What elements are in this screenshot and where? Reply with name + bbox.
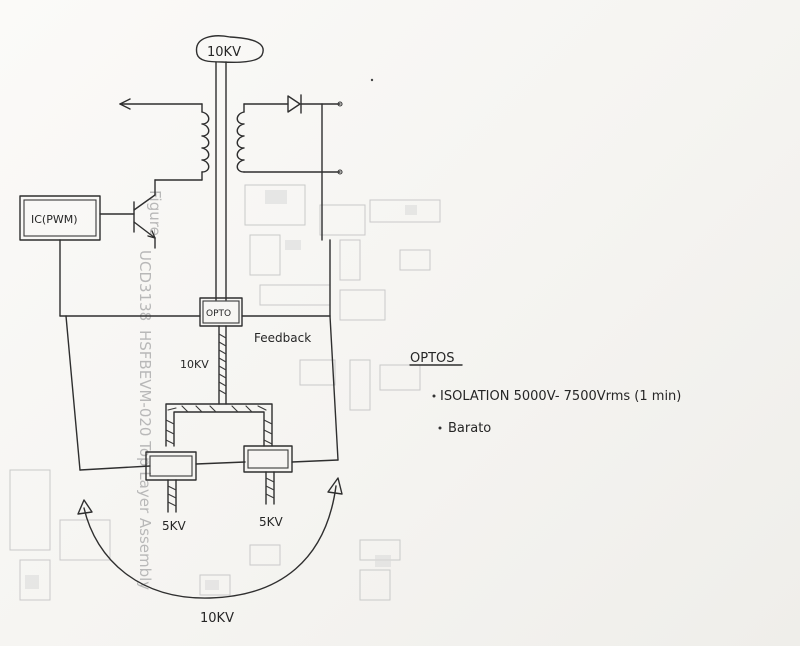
background-show-through: Figure UCD3138 HSFBEVM-020 Top Layer Ass… <box>9 184 441 601</box>
top-hv-text: 10KV <box>207 45 241 60</box>
arrow-right-icon <box>327 477 343 495</box>
notes-item-isolation: ISOLATION 5000V- 7500Vrms (1 min) <box>440 389 681 404</box>
opto-hv-label: 10KV <box>180 358 209 371</box>
arrow-left-icon <box>77 499 93 515</box>
hv-span-arc <box>77 477 343 599</box>
transistor-icon <box>133 194 156 249</box>
opto-hv-stem <box>218 325 227 405</box>
left-output-label: 5KV <box>162 519 187 533</box>
hv-splitter <box>165 403 273 447</box>
pen-dot <box>370 78 374 82</box>
bottom-hv-label: 10KV <box>200 611 234 626</box>
svg-text:HSFBEVM-020 Top Layer Assembly: HSFBEVM-020 Top Layer Assembly <box>136 330 154 590</box>
top-hv-label: 10KV <box>195 35 264 64</box>
opto-notes: OPTOS ISOLATION 5000V- 7500Vrms (1 min) … <box>409 351 681 436</box>
bullet-icon <box>432 394 436 398</box>
secondary-winding <box>236 94 343 241</box>
isolation-barrier <box>215 61 227 301</box>
output-arrow-icon <box>119 98 131 110</box>
svg-text:UCD3138: UCD3138 <box>136 250 154 321</box>
notes-item-cost: Barato <box>448 421 491 436</box>
pwm-controller: IC(PWM) <box>19 195 135 241</box>
right-output-block <box>243 445 293 505</box>
left-output-block <box>145 451 197 513</box>
bullet-icon <box>438 426 442 430</box>
diode-icon <box>287 94 302 114</box>
opto-label: OPTO <box>206 309 231 319</box>
ic-label: IC(PWM) <box>31 213 78 226</box>
svg-text:Figure: Figure <box>146 190 164 236</box>
primary-winding <box>119 98 210 196</box>
feedback-loop <box>59 239 339 471</box>
right-output-label: 5KV <box>259 515 284 529</box>
optocoupler: OPTO <box>199 297 243 327</box>
notes-heading: OPTOS <box>410 351 455 366</box>
feedback-label: Feedback <box>254 331 311 345</box>
